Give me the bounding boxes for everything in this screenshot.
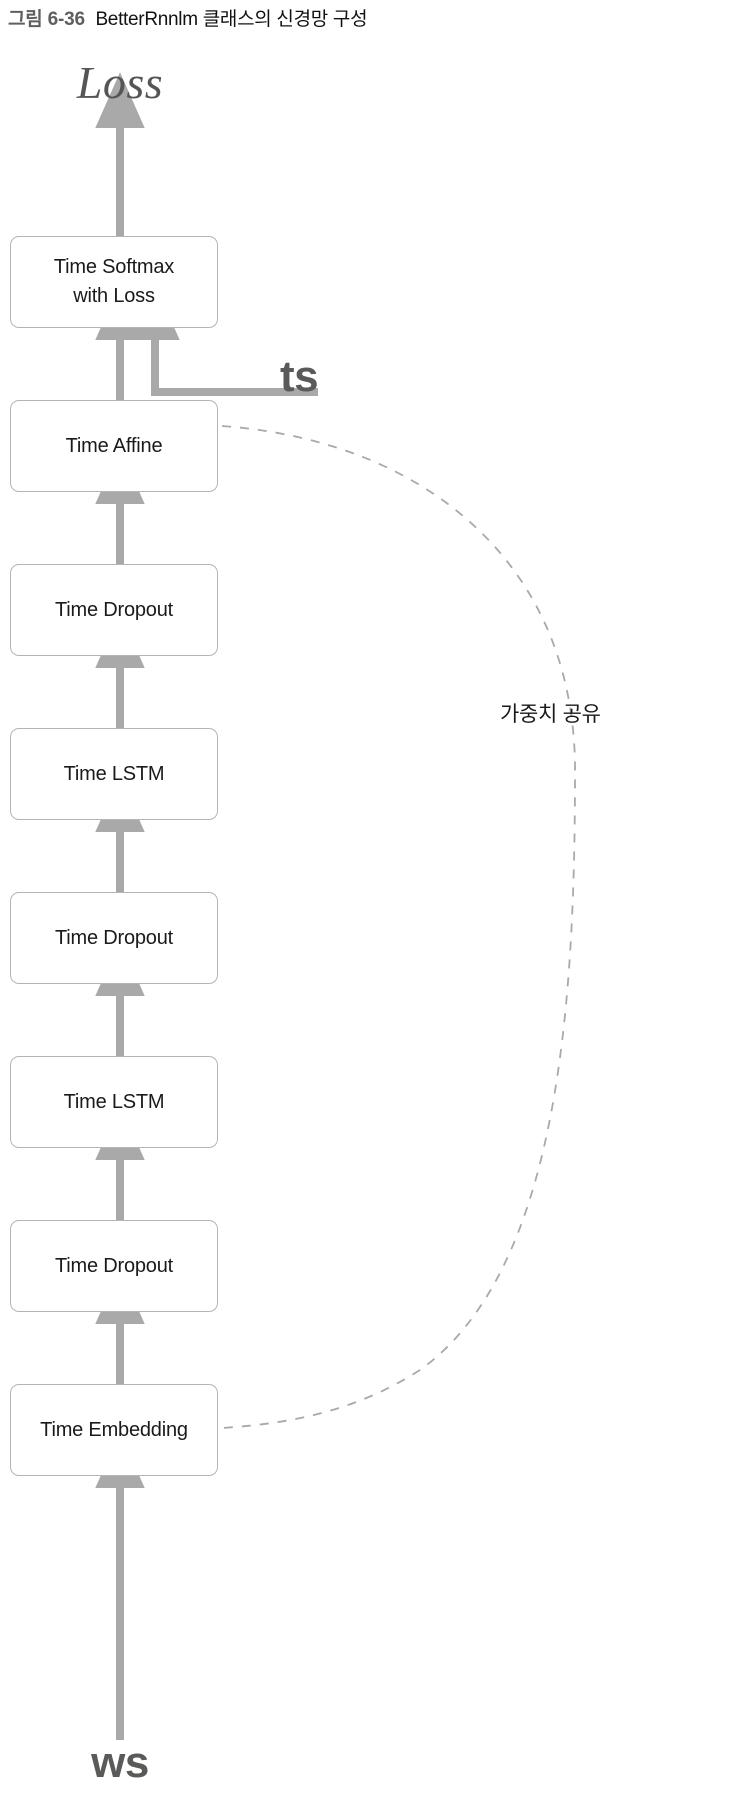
weight-share-label: 가중치 공유 (500, 703, 601, 726)
layer-box-time-dropout-1[interactable]: Time Dropout (10, 1220, 218, 1312)
figure-title: BetterRnnlm 클래스의 신경망 구성 (95, 9, 368, 30)
loss-output-label: Loss (76, 57, 164, 108)
layer-box-time-lstm-2[interactable]: Time LSTM (10, 728, 218, 820)
weight-share-dashed-curve (221, 425, 576, 1429)
arrow-ts-to-softmax (130, 284, 318, 396)
layer-box-time-affine[interactable]: Time Affine (10, 400, 218, 492)
layer-box-time-embedding[interactable]: Time Embedding (10, 1384, 218, 1476)
ws-input-label: ws (91, 1738, 149, 1787)
layer-box-time-dropout-2[interactable]: Time Dropout (10, 892, 218, 984)
figure-number: 그림 6-36 (8, 9, 85, 30)
ts-input-label: ts (280, 352, 319, 401)
layer-box-time-lstm-1[interactable]: Time LSTM (10, 1056, 218, 1148)
figure-caption: 그림 6-36 BetterRnnlm 클래스의 신경망 구성 (8, 8, 368, 32)
layer-box-time-dropout-3[interactable]: Time Dropout (10, 564, 218, 656)
layer-box-time-softmax-with-loss[interactable]: Time Softmax with Loss (10, 236, 218, 328)
